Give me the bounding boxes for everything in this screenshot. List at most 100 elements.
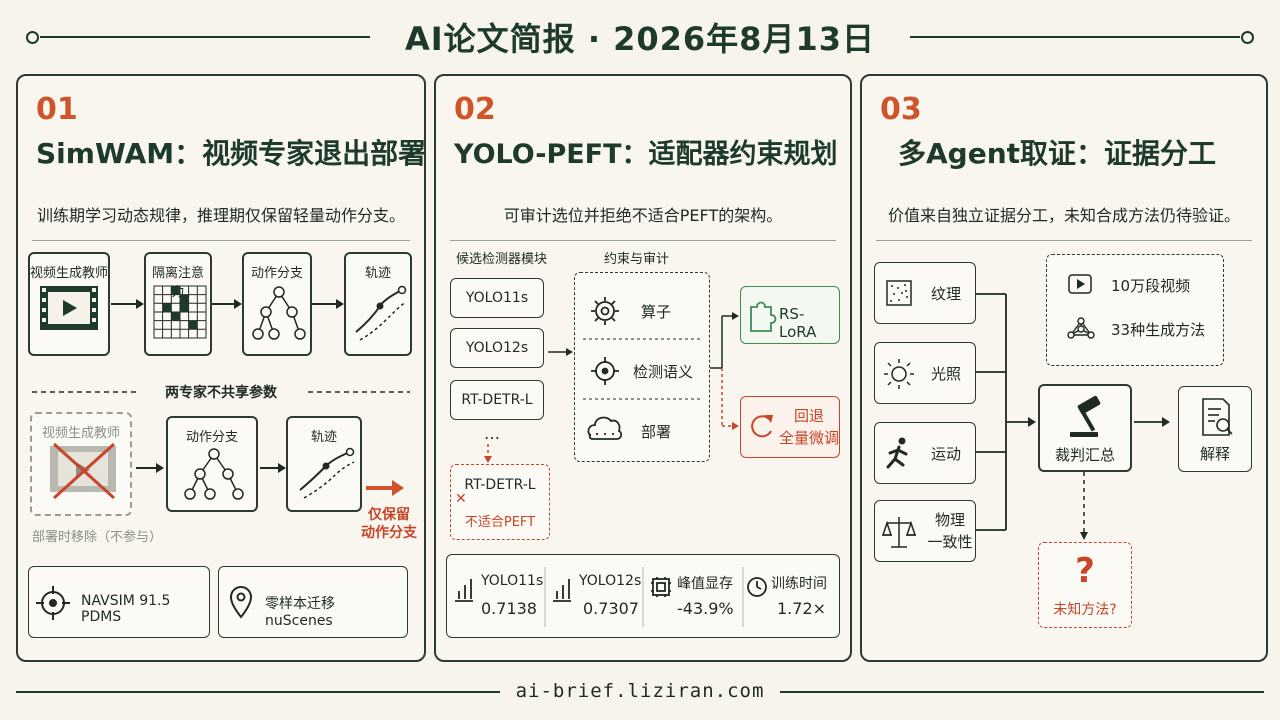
gavel-icon bbox=[1070, 395, 1101, 437]
panel-number: 02 bbox=[454, 92, 496, 127]
tree-icon bbox=[184, 448, 244, 500]
deploy-arrows bbox=[136, 463, 404, 496]
video-teacher-box: 视频生成教师 bbox=[28, 252, 110, 356]
tree-icon bbox=[252, 286, 306, 340]
unknown-method-label: 未知方法? bbox=[1053, 602, 1117, 618]
puzzle-icon bbox=[750, 301, 777, 332]
judge-box: 裁判汇总 bbox=[1038, 384, 1132, 472]
stat-yolo12s-value: 0.7307 bbox=[583, 599, 639, 618]
panel-subtitle: 训练期学习动态规律，推理期仅保留轻量动作分支。 bbox=[36, 206, 405, 225]
agent-lighting-label: 光照 bbox=[931, 365, 962, 383]
header-dot-right bbox=[1241, 31, 1254, 44]
agent-connectors bbox=[976, 293, 1170, 540]
panel-number: 01 bbox=[36, 92, 78, 127]
candidates-header: 候选检测器模块 bbox=[456, 252, 548, 267]
agent-texture-label: 纹理 bbox=[931, 285, 962, 303]
deploy-trajectory-label: 轨迹 bbox=[310, 430, 337, 445]
dashed-divider bbox=[32, 391, 410, 393]
header-rule-right bbox=[910, 36, 1240, 38]
agent-physics: 物理 一致性 bbox=[874, 500, 976, 562]
panel-simwam: 01 SimWAM：视频专家退出部署 训练期学习动态规律，推理期仅保留轻量动作分… bbox=[16, 74, 426, 662]
rejected-name: RT-DETR-L bbox=[464, 477, 536, 493]
trajectory-icon bbox=[355, 285, 407, 341]
action-branch-label: 动作分支 bbox=[250, 266, 303, 281]
isolated-attention-box: 隔离注意力 bbox=[144, 252, 212, 356]
fallback-line2: 全量微调 bbox=[779, 429, 840, 447]
removed-teacher-label: 视频生成教师 bbox=[41, 426, 120, 441]
question-icon: ? bbox=[1075, 551, 1095, 591]
trajectory-icon bbox=[299, 447, 355, 499]
panel-subtitle: 可审计选位并拒绝不适合PEFT的架构。 bbox=[503, 206, 783, 225]
page-title: AI论文简报 · 2026年8月13日 bbox=[405, 20, 875, 58]
panel-number: 03 bbox=[880, 92, 922, 127]
footer-rule-left bbox=[16, 691, 500, 693]
zero-shot-metric: 零样本迁移 nuScenes bbox=[218, 566, 408, 638]
panel-title: 多Agent取证：证据分工 bbox=[898, 137, 1217, 170]
judge-label: 裁判汇总 bbox=[1054, 446, 1115, 464]
scale-icon bbox=[881, 517, 917, 548]
dataset-box: 10万段视频 33种生成方法 bbox=[1046, 254, 1224, 366]
reject-x-icon: ✕ bbox=[455, 491, 467, 507]
rejected-candidate-box: RT-DETR-L 不适合PEFT ✕ bbox=[450, 464, 550, 540]
divider bbox=[450, 240, 836, 241]
divider bbox=[876, 240, 1252, 241]
constraint-icons bbox=[583, 297, 703, 440]
panel-title: SimWAM：视频专家退出部署 bbox=[36, 137, 427, 170]
explain-label: 解释 bbox=[1199, 445, 1230, 463]
footer-rule-right bbox=[780, 691, 1264, 693]
deploy-trajectory-box: 轨迹 bbox=[286, 416, 362, 512]
stats-icons bbox=[455, 567, 767, 627]
agent-motion: 运动 bbox=[874, 422, 976, 484]
target-icon bbox=[36, 586, 70, 620]
keep-line1: 仅保留 bbox=[368, 507, 410, 523]
constraint-semantics: 检测语义 bbox=[633, 363, 694, 381]
agent-lighting: 光照 bbox=[874, 342, 976, 404]
stat-yolo11s-value: 0.7138 bbox=[481, 599, 537, 618]
stat-time-label: 训练时间 bbox=[771, 576, 827, 592]
more-candidates: … bbox=[484, 424, 500, 443]
panel-multi-agent: 03 多Agent取证：证据分工 价值来自独立证据分工，未知合成方法仍待验证。 … bbox=[860, 74, 1268, 662]
fallback-label: 回退 全量微调 bbox=[779, 405, 839, 449]
texture-icon bbox=[886, 280, 912, 306]
explain-box: 解释 bbox=[1178, 386, 1252, 472]
stat-memory-value: -43.9% bbox=[677, 599, 734, 618]
rejected-note: 不适合PEFT bbox=[464, 515, 536, 530]
dataset-videos: 10万段视频 bbox=[1111, 277, 1191, 295]
candidate-yolo12s: YOLO12s bbox=[450, 328, 544, 368]
refresh-icon bbox=[751, 415, 773, 438]
constraint-deploy: 部署 bbox=[641, 423, 672, 441]
navsim-metric-label: NAVSIM 91.5 PDMS bbox=[81, 593, 171, 625]
removed-teacher-box: 视频生成教师 bbox=[30, 412, 132, 516]
agent-motion-label: 运动 bbox=[931, 445, 962, 463]
panel-yolo-peft: 02 YOLO-PEFT：适配器约束规划 可审计选位并拒绝不适合PEFT的架构。… bbox=[434, 74, 852, 662]
agent-texture: 纹理 bbox=[874, 262, 976, 324]
keep-action-note: 仅保留 动作分支 bbox=[354, 506, 424, 542]
stat-yolo11s-label: YOLO11s bbox=[481, 573, 544, 589]
document-search-icon bbox=[1202, 398, 1233, 436]
deploy-action-label: 动作分支 bbox=[185, 430, 238, 445]
trajectory-label: 轨迹 bbox=[364, 266, 391, 281]
header-dot-left bbox=[26, 31, 39, 44]
constraint-operator: 算子 bbox=[641, 303, 672, 321]
fallback-box: 回退 全量微调 bbox=[740, 396, 840, 458]
film-icon bbox=[40, 286, 98, 330]
candidate-yolo11s: YOLO11s bbox=[450, 278, 544, 318]
stats-box: YOLO11s 0.7138 YOLO12s 0.7307 峰值显存 -43.9… bbox=[446, 554, 840, 638]
navsim-metric: NAVSIM 91.5 PDMS bbox=[28, 566, 210, 638]
zero-shot-metric-label: 零样本迁移 nuScenes bbox=[265, 596, 335, 629]
header-rule-left bbox=[40, 36, 370, 38]
footer-url[interactable]: ai-brief.liziran.com bbox=[515, 680, 765, 702]
action-branch-box: 动作分支 bbox=[242, 252, 312, 356]
stat-memory-label: 峰值显存 bbox=[677, 576, 733, 592]
sun-icon bbox=[884, 359, 914, 389]
stat-time-value: 1.72× bbox=[777, 599, 827, 618]
dataset-methods: 33种生成方法 bbox=[1111, 321, 1206, 339]
grid-icon bbox=[153, 285, 207, 339]
panel-subtitle: 价值来自独立证据分工，未知合成方法仍待验证。 bbox=[887, 206, 1240, 225]
fallback-line1: 回退 bbox=[793, 407, 824, 425]
flow-arrows bbox=[484, 312, 739, 463]
map-pin-icon bbox=[229, 586, 253, 619]
agent-physics-label: 物理 一致性 bbox=[927, 511, 973, 551]
rs-lora-box: RS-LoRA bbox=[740, 286, 840, 344]
unknown-method-box: ? 未知方法? bbox=[1038, 542, 1132, 628]
